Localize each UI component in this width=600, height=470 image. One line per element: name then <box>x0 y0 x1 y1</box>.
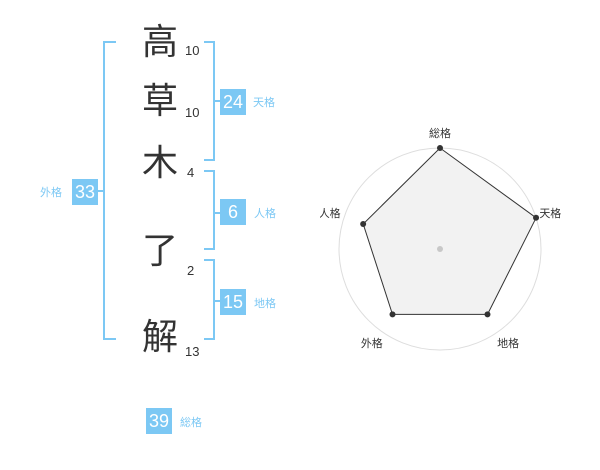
radar-point-1 <box>437 145 443 151</box>
radar-axis-label-3: 地格 <box>497 336 519 350</box>
jinkaku-value: 6 <box>220 199 246 225</box>
soukaku-label: 総格 <box>180 416 202 429</box>
chikaku-bracket <box>204 259 215 340</box>
gaikaku-label: 外格 <box>40 186 62 199</box>
jinkaku-connector <box>213 212 220 214</box>
radar-point-4 <box>389 311 396 318</box>
tenkaku-value: 24 <box>220 89 247 115</box>
chikaku-value: 15 <box>220 289 247 315</box>
radar-data-polygon <box>362 147 537 315</box>
tenkaku-label: 天格 <box>253 96 275 109</box>
name-char-1: 高 <box>141 22 178 63</box>
chikaku-label: 地格 <box>254 297 276 310</box>
gaikaku-connector <box>98 190 105 192</box>
radar-axis-label-1: 総格 <box>429 126 451 140</box>
radar-point-3 <box>484 311 491 318</box>
radar-point-5 <box>360 221 367 228</box>
radar-point-2 <box>533 214 540 221</box>
radar-center-dot <box>437 246 443 252</box>
stroke-count-1: 10 <box>185 43 200 58</box>
name-char-4: 了 <box>141 231 178 272</box>
radar-axis-label-5: 人格 <box>320 206 341 220</box>
radar-axis-label-2: 天格 <box>539 206 561 220</box>
tenkaku-connector <box>213 100 220 102</box>
chikaku-connector <box>213 300 220 302</box>
name-char-2: 草 <box>141 81 178 122</box>
name-char-3: 木 <box>141 143 178 184</box>
jinkaku-label: 人格 <box>254 207 276 220</box>
jinkaku-bracket <box>204 170 215 250</box>
radar-axis-label-4: 外格 <box>361 336 383 350</box>
stroke-count-2: 10 <box>185 105 200 120</box>
stroke-count-3: 4 <box>187 165 195 180</box>
name-char-5: 解 <box>141 317 178 358</box>
stroke-count-4: 2 <box>187 263 195 278</box>
gaikaku-value: 33 <box>72 179 99 205</box>
stroke-count-5: 13 <box>185 344 200 359</box>
soukaku-value: 39 <box>146 408 173 434</box>
